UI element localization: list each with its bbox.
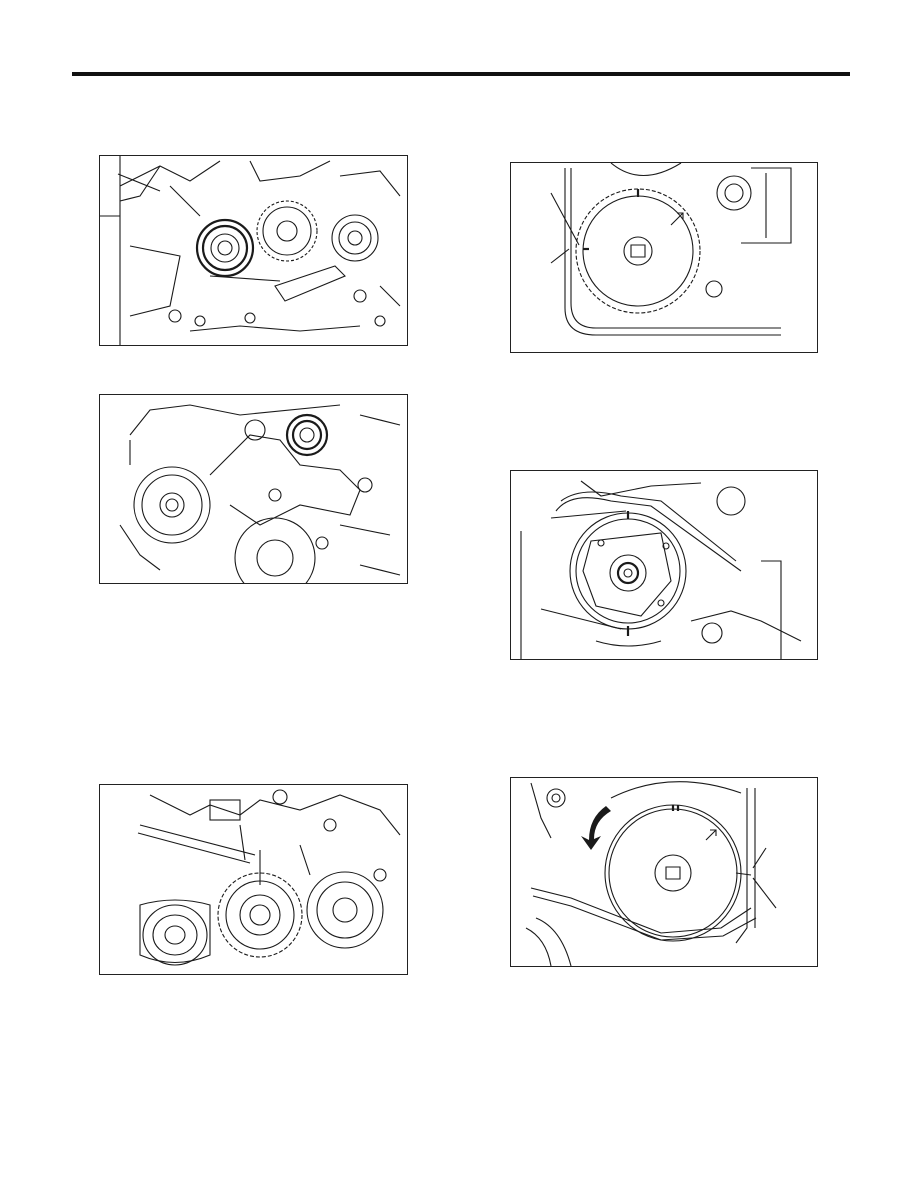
idler-pulley-engine-figure (99, 155, 408, 346)
cam-sprocket-rotation-figure (510, 777, 818, 967)
crank-sprocket-illustration (137, 789, 401, 966)
cam-sprocket-alignment-figure (510, 162, 818, 353)
crank-sprocket-mark-figure (99, 784, 408, 975)
header-rule (72, 72, 850, 76)
cam-sprocket-rotation-illustration (525, 781, 777, 966)
idler-pulley-illustration (100, 156, 401, 345)
cam-sprocket-rear-illustration (520, 480, 802, 659)
tensioner-pulley-figure (99, 394, 408, 584)
cam-sprocket-illustration (550, 163, 792, 336)
tensioner-pulley-illustration (119, 404, 401, 583)
cam-sprocket-rear-figure (510, 470, 818, 660)
